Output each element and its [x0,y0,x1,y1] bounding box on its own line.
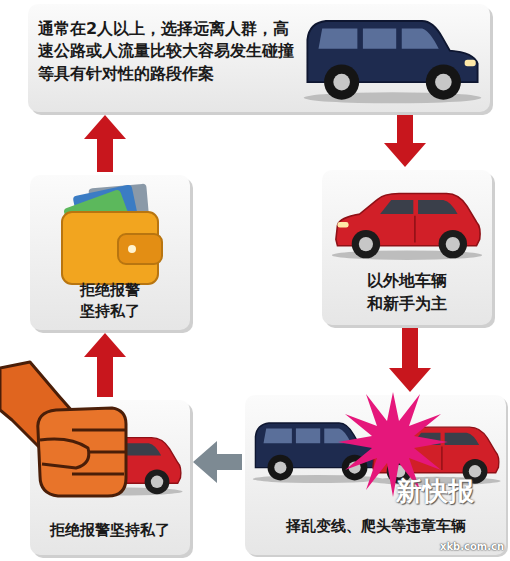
flow-arrow [84,115,126,172]
node-text: 通常在2人以上，选择远离人群，高速公路或人流量比较大容易发生碰撞等具有针对性的路… [38,18,300,85]
node-text: 以外地车辆 和新手为主 [362,270,452,315]
process-box: 拒绝报警 坚持私了 [30,175,190,330]
box-grounds [28,4,508,558]
flow-arrow [389,328,431,392]
wallet-icon-part [118,234,162,264]
wallet-icon [62,184,162,284]
process-box: 以外地车辆 和新手为主 [322,170,492,325]
flow-arrow [84,333,126,397]
flow-arrow [384,115,426,167]
box-grounds-part [28,4,490,112]
process-box: 通常在2人以上，选择远离人群，高速公路或人流量比较大容易发生碰撞等具有针对性的路… [28,4,490,112]
node-text: 择乱变线、爬头等违章车辆 [261,516,491,537]
fist-icon-part [40,439,89,468]
node-text: 拒绝报警 坚持私了 [75,280,145,322]
cars-part [253,423,383,483]
fist-icon-part [38,408,126,496]
flow-arrow [193,441,242,483]
node-text: 拒绝报警坚持私了 [40,520,180,541]
process-box: 拒绝报警坚持私了 [30,400,190,555]
cars-part [304,21,482,103]
watermark: 新快报 [396,474,474,509]
process-box: 择乱变线、爬头等违章车辆 [245,395,506,555]
watermark: xkb.com.cn [440,541,504,552]
box-grounds-part [322,170,492,325]
box-grounds-part [30,175,190,330]
box-grounds-part [30,400,190,555]
cars-part [332,194,482,260]
wallet-icon-part [128,245,136,253]
